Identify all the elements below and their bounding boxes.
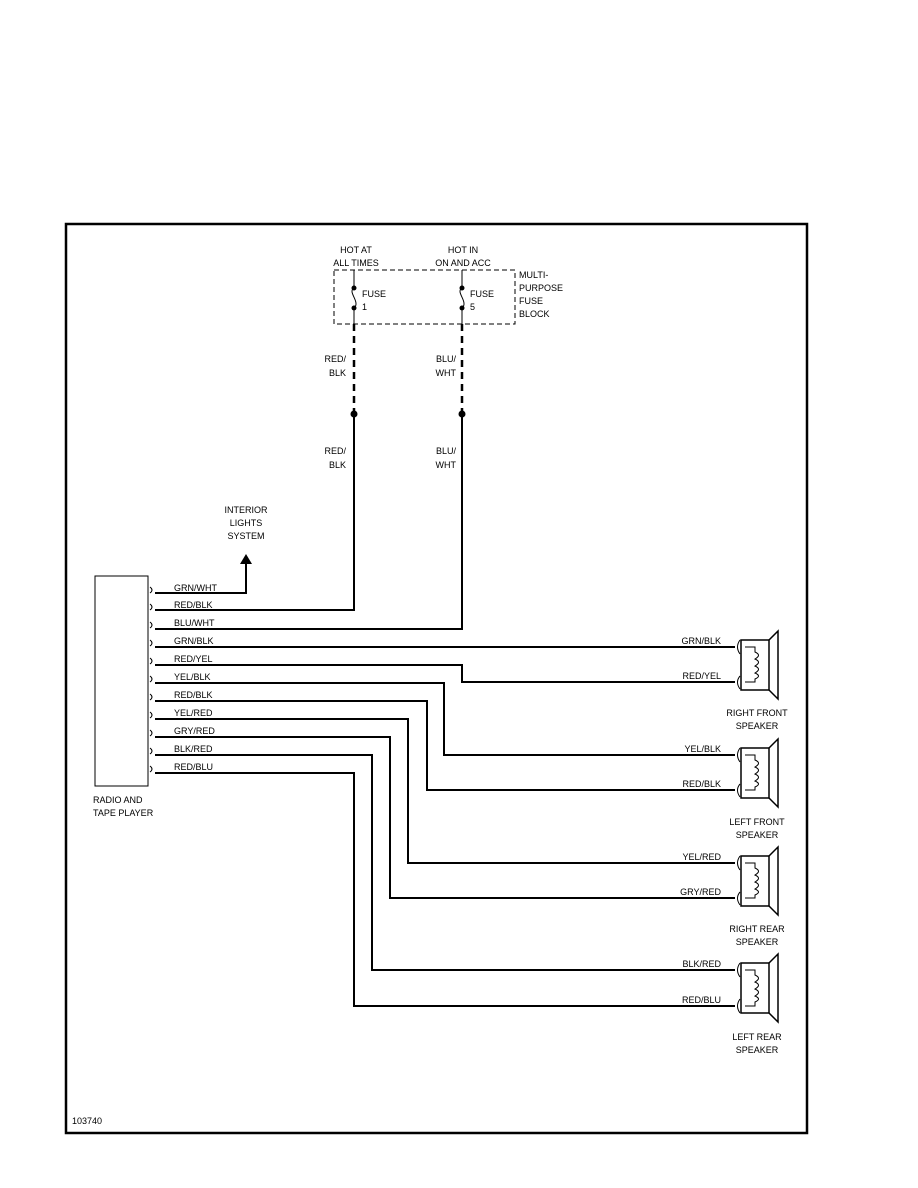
radio-wire-label-6: RED/BLK: [174, 690, 213, 700]
rr-speaker-wire-top-label: YEL/RED: [682, 852, 721, 862]
feed-left-upper-2: BLK: [329, 368, 346, 378]
radio-connector-pins: [149, 586, 153, 773]
left-front-speaker-label-1: LEFT FRONT: [729, 817, 785, 827]
hot-in-on-acc-line2: ON AND ACC: [435, 258, 491, 268]
yel-blk-wire: [155, 682, 735, 756]
fuse-1-number: 1: [362, 302, 367, 312]
left-front-speaker-icon: [737, 737, 779, 809]
fuse-block-label-1: MULTI-: [519, 270, 548, 280]
radio-wire-label-10: RED/BLU: [174, 762, 213, 772]
rr-speaker-wire-bottom-label: GRY/RED: [680, 887, 721, 897]
interior-lights-label-3: SYSTEM: [227, 531, 264, 541]
radio-wire-label-9: BLK/RED: [174, 744, 213, 754]
fuse-1: [351, 270, 357, 324]
radio-wire-label-7: YEL/RED: [174, 708, 213, 718]
figure-number: 103740: [72, 1116, 102, 1126]
interior-lights-label-1: INTERIOR: [224, 505, 268, 515]
radio-label-1: RADIO AND: [93, 795, 143, 805]
left-front-speaker-label-2: SPEAKER: [736, 830, 779, 840]
fuse-5: [459, 270, 465, 324]
radio-wire-label-3: GRN/BLK: [174, 636, 214, 646]
fuse-block-label-4: BLOCK: [519, 309, 550, 319]
left-rear-speaker-label-1: LEFT REAR: [732, 1032, 782, 1042]
fuse-block-label-2: PURPOSE: [519, 283, 563, 293]
fuse-block-label-3: FUSE: [519, 296, 543, 306]
lr-speaker-wire-bottom-label: RED/BLU: [682, 995, 721, 1005]
lf-speaker-wire-top-label: YEL/BLK: [684, 744, 721, 754]
feed-right-upper-2: WHT: [436, 368, 457, 378]
gry-red-wire: [155, 736, 735, 899]
left-rear-speaker-label-2: SPEAKER: [736, 1045, 779, 1055]
right-rear-speaker-label-1: RIGHT REAR: [729, 924, 785, 934]
radio-tape-player-box: [94, 575, 149, 787]
feed-left-lower-1: RED/: [324, 446, 346, 456]
radio-wire-label-1: RED/BLK: [174, 600, 213, 610]
lr-speaker-wire-top-label: BLK/RED: [682, 959, 721, 969]
hot-at-all-times-line1: HOT AT: [340, 245, 372, 255]
grn-wht-wire: [155, 564, 247, 594]
radio-wire-label-8: GRY/RED: [174, 726, 215, 736]
radio-wire-label-0: GRN/WHT: [174, 583, 217, 593]
hot-in-on-acc-line1: HOT IN: [448, 245, 478, 255]
red-yel-wire: [155, 664, 735, 683]
rf-speaker-wire-bottom-label: RED/YEL: [682, 671, 721, 681]
rf-speaker-wire-top-label: GRN/BLK: [681, 636, 721, 646]
diagram-frame: [64, 222, 809, 1135]
radio-label-2: TAPE PLAYER: [93, 808, 154, 818]
radio-wire-label-4: RED/YEL: [174, 654, 213, 664]
radio-wire-label-2: BLU/WHT: [174, 618, 215, 628]
fuse-1-label: FUSE: [362, 289, 386, 299]
right-front-speaker-label-1: RIGHT FRONT: [726, 708, 788, 718]
lf-speaker-wire-bottom-label: RED/BLK: [682, 779, 721, 789]
right-front-speaker-label-2: SPEAKER: [736, 721, 779, 731]
right-front-speaker-icon: [737, 629, 779, 701]
yel-red-wire: [155, 718, 735, 864]
fuse-5-number: 5: [470, 302, 475, 312]
hot-at-all-times-line2: ALL TIMES: [333, 258, 379, 268]
fuse-block-outline: [333, 269, 516, 325]
left-rear-speaker-icon: [737, 952, 779, 1024]
blk-red-wire: [155, 754, 735, 971]
blu-wht-feed-wire: [155, 414, 463, 630]
red-blk-feed-wire: [155, 414, 355, 611]
red-blk-speaker-wire: [155, 700, 735, 791]
feed-right-lower-2: WHT: [436, 460, 457, 470]
feed-left-lower-2: BLK: [329, 460, 346, 470]
right-rear-speaker-icon: [737, 845, 779, 917]
red-blu-wire: [155, 772, 735, 1007]
feed-left-upper-1: RED/: [324, 354, 346, 364]
interior-lights-label-2: LIGHTS: [230, 518, 263, 528]
feed-right-upper-1: BLU/: [436, 354, 457, 364]
interior-lights-arrow-icon: [240, 554, 252, 564]
fuse-5-label: FUSE: [470, 289, 494, 299]
feed-right-lower-1: BLU/: [436, 446, 457, 456]
radio-wire-label-5: YEL/BLK: [174, 672, 211, 682]
right-rear-speaker-label-2: SPEAKER: [736, 937, 779, 947]
